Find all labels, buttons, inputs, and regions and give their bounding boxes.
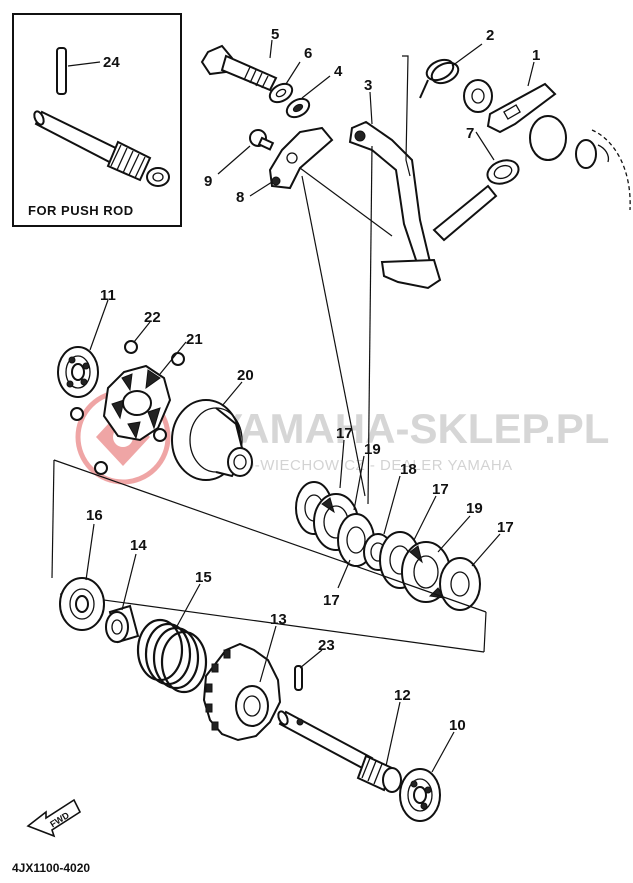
callout-8: 8 [236,189,244,206]
bolt-5 [200,44,278,92]
spring-2 [419,58,460,99]
callout-21: 21 [186,331,203,348]
seal-16 [59,577,105,631]
callout-6: 6 [304,45,312,62]
callout-13: 13 [270,611,287,628]
callout-4: 4 [334,63,343,80]
sprocket-13 [202,642,282,742]
callout-18: 18 [400,461,417,478]
callout-11: 11 [100,287,116,304]
callout-17d: 17 [323,592,340,609]
push-rod-pin [56,47,67,95]
callout-24: 24 [103,54,120,71]
callout-19a: 19 [364,441,381,458]
bearing-10 [399,768,441,822]
callout-22: 22 [144,309,161,326]
diagram-code: 4JX1100-4020 [12,861,90,875]
callout-19b: 19 [466,500,483,517]
collar [463,79,493,113]
callout-14: 14 [130,537,147,554]
washer-6 [268,82,294,104]
washer-17d [439,557,481,611]
callout-5: 5 [271,26,279,43]
seal-7 [486,159,520,185]
shaft-12 [277,710,402,793]
pin-23 [294,665,303,691]
watermark-main-text: YAMAHA-SKLEP.PL [215,405,609,452]
fwd-arrow-icon: FWD [26,798,82,838]
callout-2: 2 [486,27,494,44]
ratchet-1 [486,82,557,134]
callout-17a: 17 [336,425,353,442]
bolt-9 [249,129,275,151]
callout-12: 12 [394,687,411,704]
watermark-sub-text: MOTO-WIECHOWICZ - DEALER YAMAHA [208,457,513,474]
inset-push-rod: 24 FOR PUSH ROD [12,13,182,227]
lever-3 [348,120,498,290]
callout-16: 16 [86,507,103,524]
kick-arm-8 [268,126,334,190]
callout-3: 3 [364,77,372,94]
spring-15 [136,618,208,694]
callout-17b: 17 [432,481,449,498]
inset-label: FOR PUSH ROD [28,203,134,218]
bearing-11 [57,346,99,398]
callout-10: 10 [449,717,466,734]
washer-4 [285,97,311,119]
ratchet-wheel-21 [102,364,172,442]
callout-15: 15 [195,569,212,586]
callout-20: 20 [237,367,254,384]
callout-9: 9 [204,173,212,190]
inset-frame [12,13,182,227]
callout-7: 7 [466,125,474,142]
callout-17c: 17 [497,519,514,536]
gear-20 [171,399,253,481]
collar-14 [105,604,140,644]
plates-stack [295,481,481,611]
housing-outline [529,115,631,211]
callout-23: 23 [318,637,335,654]
callout-1: 1 [532,47,540,64]
